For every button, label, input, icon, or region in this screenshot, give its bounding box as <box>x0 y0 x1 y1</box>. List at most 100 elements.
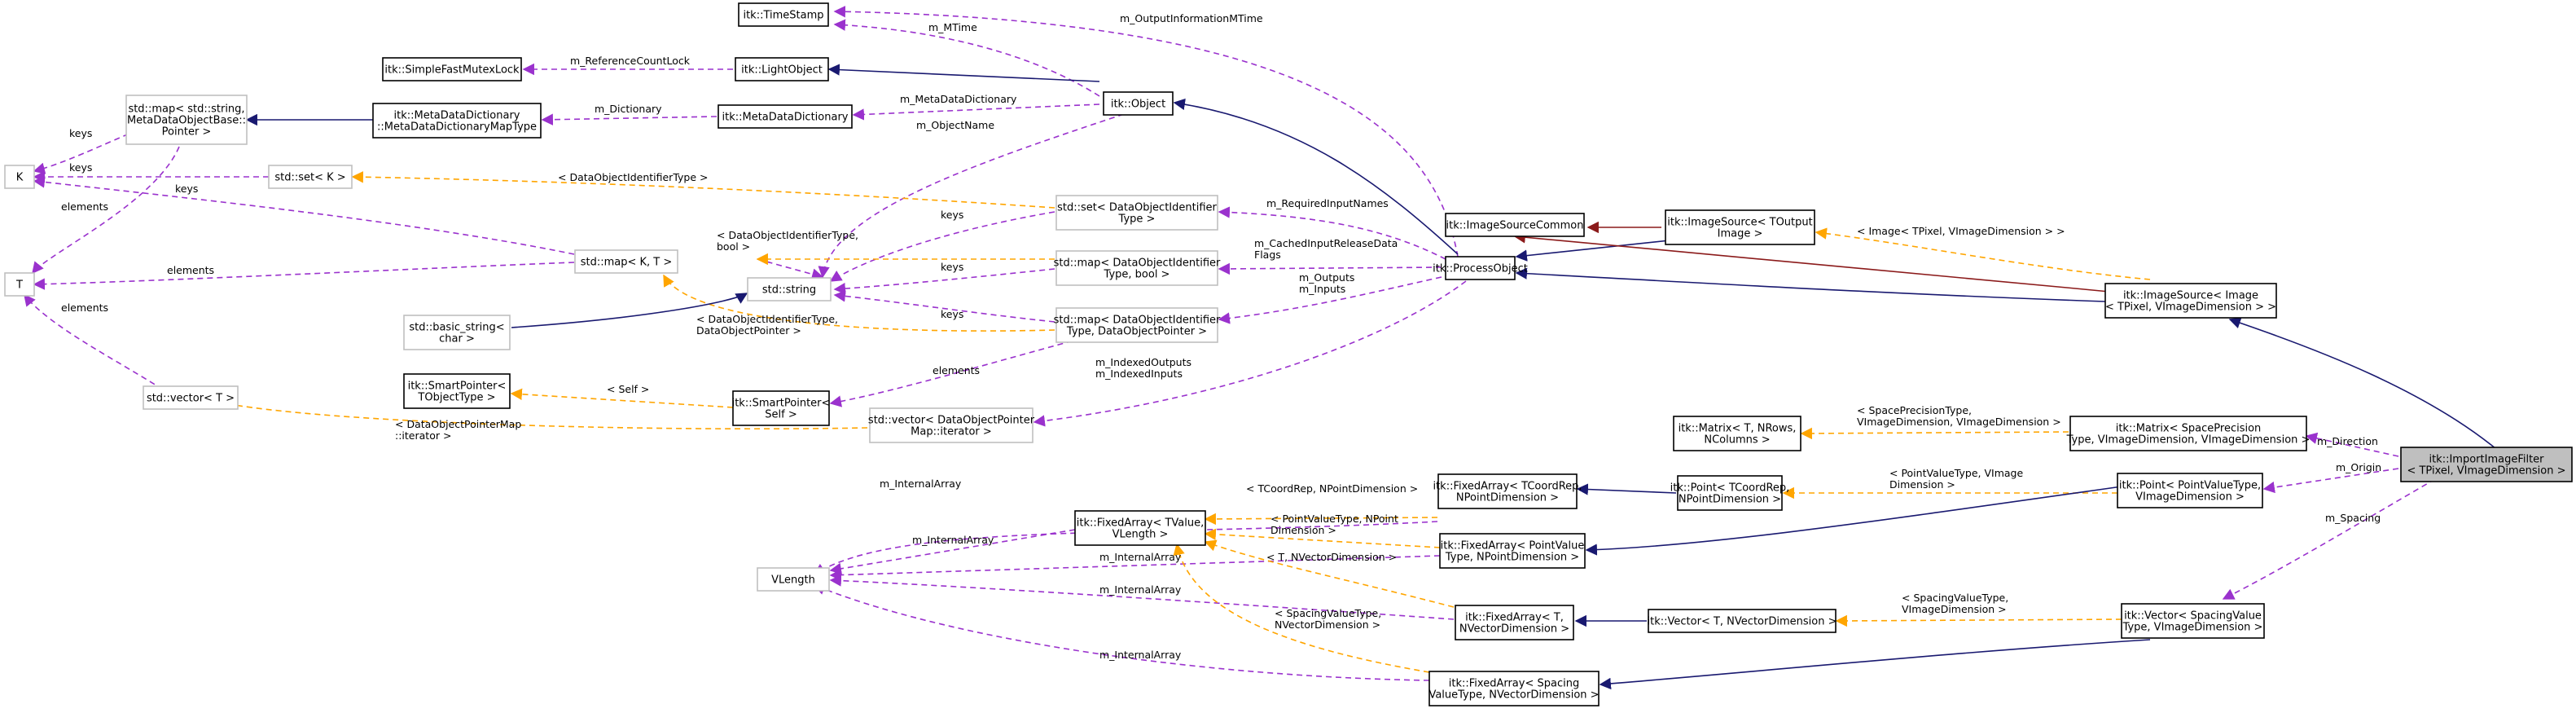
class-node-box <box>2121 603 2265 639</box>
class-node-box <box>2104 283 2277 319</box>
edge-label: m_InternalArray <box>880 478 962 490</box>
class-node-matrix-sp[interactable]: itk::Matrix< SpacePrecisionType, VImageD… <box>2066 416 2311 451</box>
class-node-label: std::map< std::string, <box>128 103 244 116</box>
edge-label: keys <box>69 127 92 139</box>
edge-label-line: m_InternalArray <box>1099 649 1182 661</box>
class-node-label: itk::SimpleFastMutexLock <box>384 64 520 77</box>
edge-fixedarray-tvalue-vlength <box>829 529 1076 574</box>
class-node-box <box>4 272 35 297</box>
class-node-label: itk::FixedArray< Spacing <box>1449 678 1579 690</box>
edge-label-line: < Image< TPixel, VImageDimension > > <box>1857 225 2065 237</box>
class-node-matrix-t[interactable]: itk::Matrix< T, NRows,NColumns > <box>1673 416 1801 451</box>
edge-matrix-sp-matrix-t <box>1800 427 2069 440</box>
class-node-stdset-doid[interactable]: std::set< DataObjectIdentifierType > <box>1055 195 1218 231</box>
edge-processobject-stdvector-iter <box>1033 280 1467 427</box>
class-node-stdmap-doid-bool[interactable]: std::map< DataObjectIdentifierType, bool… <box>1054 250 1221 286</box>
edge-label-line: < DataObjectIdentifierType > <box>558 171 708 183</box>
class-node-box <box>757 567 830 592</box>
class-node-timestamp[interactable]: itk::TimeStamp <box>738 2 829 27</box>
class-node-box <box>382 57 522 81</box>
class-node-box <box>2069 416 2307 451</box>
class-node-label: itk::Matrix< T, NRows, <box>1679 423 1797 435</box>
class-node-point-tcoord[interactable]: itk::Point< TCoordRep,NPointDimension > <box>1670 475 1790 511</box>
class-node-smartptr-self[interactable]: itk::SmartPointer<Self > <box>732 390 831 426</box>
edge-label-line: keys <box>69 161 92 174</box>
class-node-fixedarray-tcoord[interactable]: itk::FixedArray< TCoordRep,NPointDimensi… <box>1433 473 1582 509</box>
edge-object-lightobject <box>827 64 1100 82</box>
class-node-mdd-maptype[interactable]: itk::MetaDataDictionary::MetaDataDiction… <box>372 103 542 139</box>
class-node-K[interactable]: K <box>4 165 35 189</box>
class-node-smartptr-t[interactable]: itk::SmartPointer<TObjectType > <box>403 373 511 409</box>
class-node-basic-string[interactable]: std::basic_string<char > <box>403 315 511 350</box>
class-node-label: Type > <box>1118 213 1156 226</box>
class-node-label: Type, DataObjectPointer > <box>1066 326 1207 338</box>
class-node-box <box>1455 605 1574 640</box>
class-node-box <box>1055 307 1218 343</box>
class-node-label: ::MetaDataDictionaryMapType <box>377 121 537 134</box>
class-node-lightobject[interactable]: itk::LightObject <box>735 57 829 81</box>
edge-label: < SpacingValueType,NVectorDimension > <box>1275 607 1381 631</box>
class-node-box <box>1445 213 1585 237</box>
edge-label: m_ReferenceCountLock <box>570 55 691 67</box>
class-node-stdmap-doid-ptr[interactable]: std::map< DataObjectIdentifierType, Data… <box>1054 307 1221 343</box>
edge-label-line: < DataObjectIdentifierType, <box>696 313 838 325</box>
edge-label-line: m_InternalArray <box>880 478 962 490</box>
class-node-fixedarray-tvalue[interactable]: itk::FixedArray< TValue,VLength > <box>1074 510 1206 546</box>
class-node-box <box>869 407 1033 443</box>
edge-stdmap-KT-K <box>33 176 575 255</box>
class-node-stdmap-string[interactable]: std::map< std::string,MetaDataObjectBase… <box>125 95 248 145</box>
edge-importfilter-matrix-direction <box>2305 432 2399 457</box>
class-node-mdd[interactable]: itk::MetaDataDictionary <box>718 104 853 129</box>
class-node-stdset-K[interactable]: std::set< K > <box>268 165 353 189</box>
class-node-imagesourcecommon[interactable]: itk::ImageSourceCommon <box>1445 213 1585 237</box>
edge-labels: m_MTime m_OutputInformationMTime m_Refer… <box>61 12 2381 661</box>
edge-label: < Image< TPixel, VImageDimension > > <box>1857 225 2065 237</box>
class-node-fixedarray-sv[interactable]: itk::FixedArray< SpacingValueType, NVect… <box>1428 671 1600 706</box>
class-node-stdmap-KT[interactable]: std::map< K, T > <box>574 249 678 274</box>
edge-processobject-stdmap-doidptr <box>1218 276 1442 324</box>
class-node-stdvector-iter[interactable]: std::vector< DataObjectPointerMap::itera… <box>868 407 1035 443</box>
edge-object-timestamp-mtime <box>833 19 1100 97</box>
class-node-stdvector-T[interactable]: std::vector< T > <box>143 385 239 410</box>
class-node-vector-t[interactable]: itk::Vector< T, NVectorDimension > <box>1648 609 1837 633</box>
edge-label: m_InternalArray <box>1099 649 1182 661</box>
edge-label: keys <box>941 209 963 221</box>
class-node-label: itk::TimeStamp <box>743 10 823 22</box>
edge-label-line: < PointValueType, NPoint <box>1270 513 1398 525</box>
edge-fixedarray-sv-tvalue <box>1173 543 1430 673</box>
edge-label-line: elements <box>167 264 214 276</box>
edge-vector-sv-fixedarray-sv <box>1599 639 2151 690</box>
edge-processobject-object <box>1173 98 1459 255</box>
class-node-fixedarray-t[interactable]: itk::FixedArray< T,NVectorDimension > <box>1455 605 1574 640</box>
class-node-label: std::set< K > <box>274 172 345 184</box>
class-node-stdstring[interactable]: std::string <box>747 277 832 301</box>
edge-label-line: elements <box>61 200 108 213</box>
edge-label-line: m_InternalArray <box>1099 551 1182 563</box>
edge-label: keys <box>941 308 963 320</box>
class-node-label: itk::ImageSourceCommon <box>1446 220 1584 232</box>
edge-stdmap-KT-T <box>33 262 575 290</box>
class-node-processobject[interactable]: itk::ProcessObject <box>1433 256 1528 280</box>
edges <box>24 6 2501 690</box>
class-node-vlength[interactable]: VLength <box>757 567 830 592</box>
class-node-label: NVectorDimension > <box>1459 623 1569 636</box>
edge-label: < DataObjectIdentifierType,DataObjectPoi… <box>696 313 838 337</box>
class-node-importfilter[interactable]: itk::ImportImageFilter< TPixel, VImageDi… <box>2400 447 2573 482</box>
edge-processobject-stdset-doid <box>1218 206 1446 260</box>
edge-label-line: keys <box>69 127 92 139</box>
class-node-vector-sv[interactable]: itk::Vector< SpacingValueType, VImageDim… <box>2121 603 2265 639</box>
edge-object-mdd <box>852 103 1100 121</box>
class-node-label: char > <box>439 333 475 345</box>
class-node-label: Type, VImageDimension, VImageDimension > <box>2066 434 2311 447</box>
class-node-object[interactable]: itk::Object <box>1103 91 1174 116</box>
class-node-point-pv[interactable]: itk::Point< PointValueType,VImageDimensi… <box>2117 473 2263 508</box>
class-node-fixedarray-pv[interactable]: itk::FixedArray< PointValueType, NPointD… <box>1439 533 1586 569</box>
class-node-box <box>143 385 239 410</box>
class-node-box <box>2400 447 2573 482</box>
edge-label: elements <box>61 301 108 314</box>
class-node-imagesource-img[interactable]: itk::ImageSource< Image< TPixel, VImageD… <box>2104 283 2277 319</box>
class-node-T[interactable]: T <box>4 272 35 297</box>
class-node-fastmutex[interactable]: itk::SimpleFastMutexLock <box>382 57 522 81</box>
